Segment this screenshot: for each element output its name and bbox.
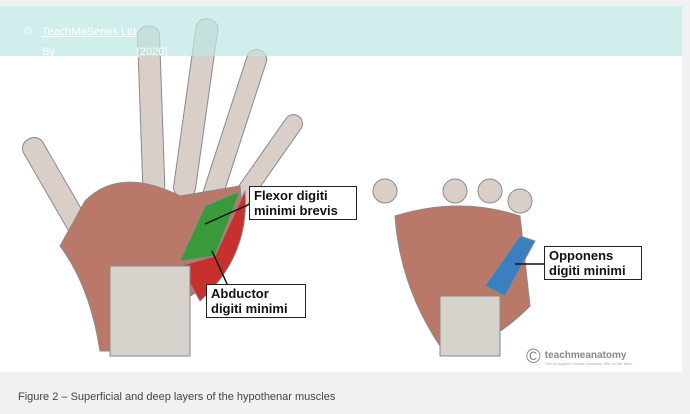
copyright-logo-icon: © [526, 346, 541, 368]
copyright-icon: © [24, 26, 33, 38]
credit-banner: © By TeachMeSeries Ltd (2020) [0, 6, 682, 58]
logo-name: teachmeanatomy [544, 349, 627, 361]
label-opponens-digiti-minimi: Opponens digiti minimi [544, 246, 642, 280]
credit-prefix: By [42, 46, 55, 58]
deep-hand [372, 178, 536, 357]
credit-link[interactable]: TeachMeSeries Ltd [42, 26, 137, 38]
superficial-hand [21, 18, 303, 357]
hand-illustrations [21, 18, 546, 357]
label-abductor-digiti-minimi: Abductor digiti minimi [206, 284, 306, 318]
credit-year: (2020) [136, 46, 168, 58]
anatomy-figure: © By TeachMeSeries Ltd (2020) Flexor dig… [0, 6, 682, 372]
figure-caption: Figure 2 – Superficial and deep layers o… [18, 391, 336, 403]
logo-tagline: The #1 Applied Human Anatomy Site on the… [544, 360, 633, 366]
label-flexor-digiti-minimi-brevis: Flexor digiti minimi brevis [249, 186, 357, 220]
teachmeanatomy-logo: © teachmeanatomy The #1 Applied Human An… [526, 346, 633, 369]
